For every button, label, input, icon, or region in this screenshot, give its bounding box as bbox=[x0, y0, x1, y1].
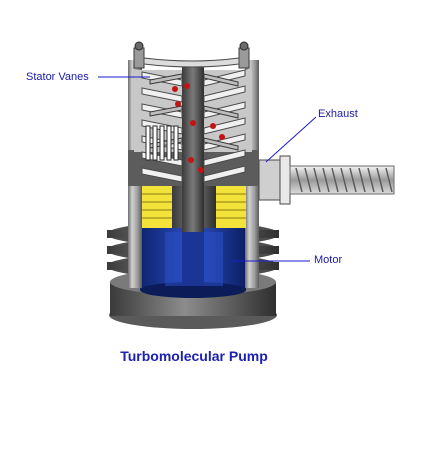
exhaust-port bbox=[259, 156, 394, 204]
motor-block bbox=[140, 226, 246, 298]
diagram-caption: Turbomolecular Pump bbox=[0, 348, 388, 364]
exhaust-leader bbox=[266, 117, 316, 162]
exhaust-label: Exhaust bbox=[318, 108, 358, 120]
stator-vanes-label: Stator Vanes bbox=[26, 71, 89, 83]
motor-label: Motor bbox=[314, 254, 342, 266]
top-flange bbox=[134, 42, 249, 68]
